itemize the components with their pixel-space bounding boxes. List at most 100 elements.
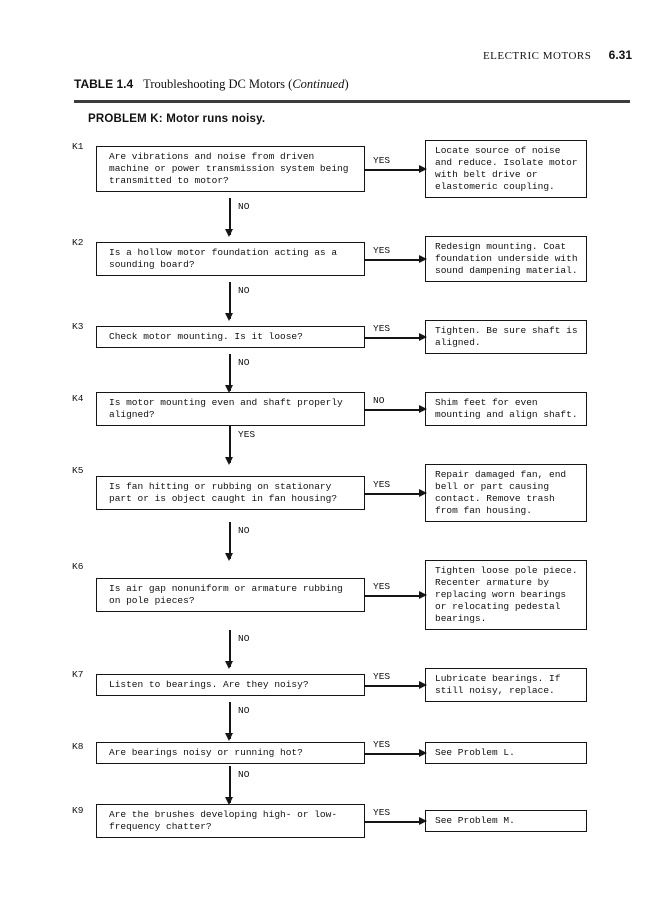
action-box: Redesign mounting. Coat foundation under… — [425, 236, 587, 282]
step-id: K6 — [72, 561, 84, 572]
action-box: Shim feet for even mounting and align sh… — [425, 392, 587, 426]
question-box: Is fan hitting or rubbing on stationary … — [96, 476, 365, 510]
arrow-down-icon — [225, 733, 233, 741]
down-connector: NO — [78, 354, 587, 393]
caption-rule — [74, 100, 630, 103]
question-box: Is motor mounting even and shaft properl… — [96, 392, 365, 426]
branch-label: YES — [373, 323, 391, 334]
flow-row-k5: K5 Is fan hitting or rubbing on stationa… — [72, 464, 587, 522]
action-box: See Problem M. — [425, 810, 587, 832]
arrow-right-icon — [419, 680, 427, 689]
table-label: TABLE 1.4 — [74, 77, 134, 91]
question-box: Is air gap nonuniform or armature rubbin… — [96, 578, 365, 612]
arrow-right-icon — [419, 590, 427, 599]
branch-line — [365, 259, 422, 261]
branch-label: NO — [373, 395, 385, 406]
action-box: Tighten loose pole piece. Recenter armat… — [425, 560, 587, 630]
running-header-title: ELECTRIC MOTORS — [482, 50, 592, 62]
branch-line — [365, 337, 422, 339]
arrow-right-icon — [419, 404, 427, 413]
branch-line — [365, 821, 422, 823]
running-header: ELECTRIC MOTORS 6.31 — [483, 48, 632, 62]
down-line — [229, 198, 231, 235]
branch-label: YES — [373, 155, 391, 166]
branch-label: YES — [373, 671, 391, 682]
flow-row-k6: K6 Is air gap nonuniform or armature rub… — [72, 560, 587, 630]
step-id: K4 — [72, 393, 84, 404]
down-label: NO — [238, 705, 250, 716]
branch-connector: YES — [365, 464, 427, 522]
action-box: Locate source of noise and reduce. Isola… — [425, 140, 587, 198]
step-id: K8 — [72, 741, 84, 752]
arrow-right-icon — [419, 748, 427, 757]
branch-label: YES — [373, 479, 391, 490]
question-box: Is a hollow motor foundation acting as a… — [96, 242, 365, 276]
question-box: Are the brushes developing high- or low-… — [96, 804, 365, 838]
branch-line — [365, 409, 422, 411]
arrow-down-icon — [225, 229, 233, 237]
arrow-right-icon — [419, 816, 427, 825]
problem-heading: PROBLEM K: Motor runs noisy. — [88, 113, 266, 125]
down-connector: NO — [78, 766, 587, 805]
down-label: NO — [238, 285, 250, 296]
down-connector: NO — [78, 198, 587, 237]
step-id: K1 — [72, 141, 84, 152]
down-label: YES — [238, 429, 256, 440]
table-title: Troubleshooting DC Motors ( — [143, 77, 293, 91]
flow-row-k2: K2 Is a hollow motor foundation acting a… — [72, 236, 587, 282]
branch-line — [365, 595, 422, 597]
branch-line — [365, 685, 422, 687]
branch-label: YES — [373, 245, 391, 256]
branch-label: YES — [373, 807, 391, 818]
down-label: NO — [238, 769, 250, 780]
down-line — [229, 766, 231, 803]
arrow-right-icon — [419, 332, 427, 341]
branch-line — [365, 493, 422, 495]
action-box: Tighten. Be sure shaft is aligned. — [425, 320, 587, 354]
flow-row-k9: K9 Are the brushes developing high- or l… — [72, 804, 587, 838]
down-line — [229, 282, 231, 319]
arrow-down-icon — [225, 457, 233, 465]
page-number: 6.31 — [608, 48, 632, 62]
branch-connector: NO — [365, 392, 427, 426]
question-box: Are bearings noisy or running hot? — [96, 742, 365, 764]
question-box: Are vibrations and noise from driven mac… — [96, 146, 365, 192]
down-label: NO — [238, 357, 250, 368]
branch-connector: YES — [365, 804, 427, 838]
down-line — [229, 522, 231, 559]
branch-connector: YES — [365, 320, 427, 354]
flow-row-k1: K1 Are vibrations and noise from driven … — [72, 140, 587, 198]
down-connector: YES — [78, 426, 587, 465]
arrow-down-icon — [225, 553, 233, 561]
step-id: K5 — [72, 465, 84, 476]
troubleshooting-flowchart: K1 Are vibrations and noise from driven … — [72, 140, 587, 838]
step-id: K2 — [72, 237, 84, 248]
step-id: K9 — [72, 805, 84, 816]
branch-connector: YES — [365, 668, 427, 702]
action-box: See Problem L. — [425, 742, 587, 764]
down-connector: NO — [78, 630, 587, 669]
arrow-down-icon — [225, 661, 233, 669]
step-id: K7 — [72, 669, 84, 680]
table-title-continued: Continued — [292, 77, 345, 91]
arrow-right-icon — [419, 488, 427, 497]
arrow-right-icon — [419, 164, 427, 173]
action-box: Lubricate bearings. If still noisy, repl… — [425, 668, 587, 702]
branch-label: YES — [373, 581, 391, 592]
table-caption: TABLE 1.4 Troubleshooting DC Motors (Cont… — [74, 77, 349, 91]
down-line — [229, 426, 231, 463]
branch-line — [365, 169, 422, 171]
action-box: Repair damaged fan, end bell or part cau… — [425, 464, 587, 522]
down-connector: NO — [78, 702, 587, 741]
branch-line — [365, 753, 422, 755]
branch-connector: YES — [365, 236, 427, 282]
branch-connector: YES — [365, 560, 427, 630]
down-label: NO — [238, 201, 250, 212]
branch-connector: YES — [365, 739, 427, 766]
arrow-down-icon — [225, 313, 233, 321]
flow-row-k8: K8 Are bearings noisy or running hot? YE… — [72, 739, 587, 766]
flow-row-k3: K3 Check motor mounting. Is it loose? YE… — [72, 320, 587, 354]
down-label: NO — [238, 525, 250, 536]
down-line — [229, 354, 231, 391]
